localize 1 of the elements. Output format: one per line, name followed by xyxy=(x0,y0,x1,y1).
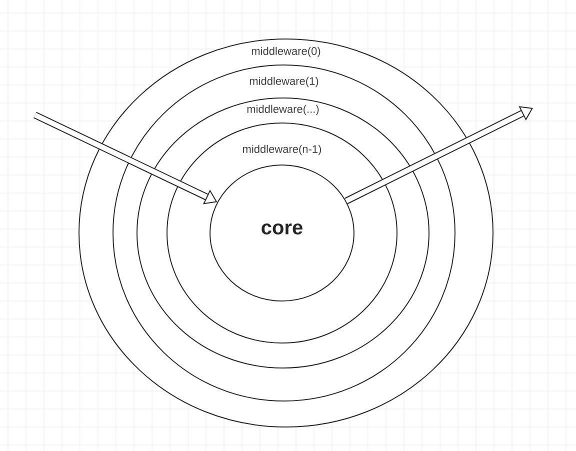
hollow-arrow xyxy=(344,106,533,204)
